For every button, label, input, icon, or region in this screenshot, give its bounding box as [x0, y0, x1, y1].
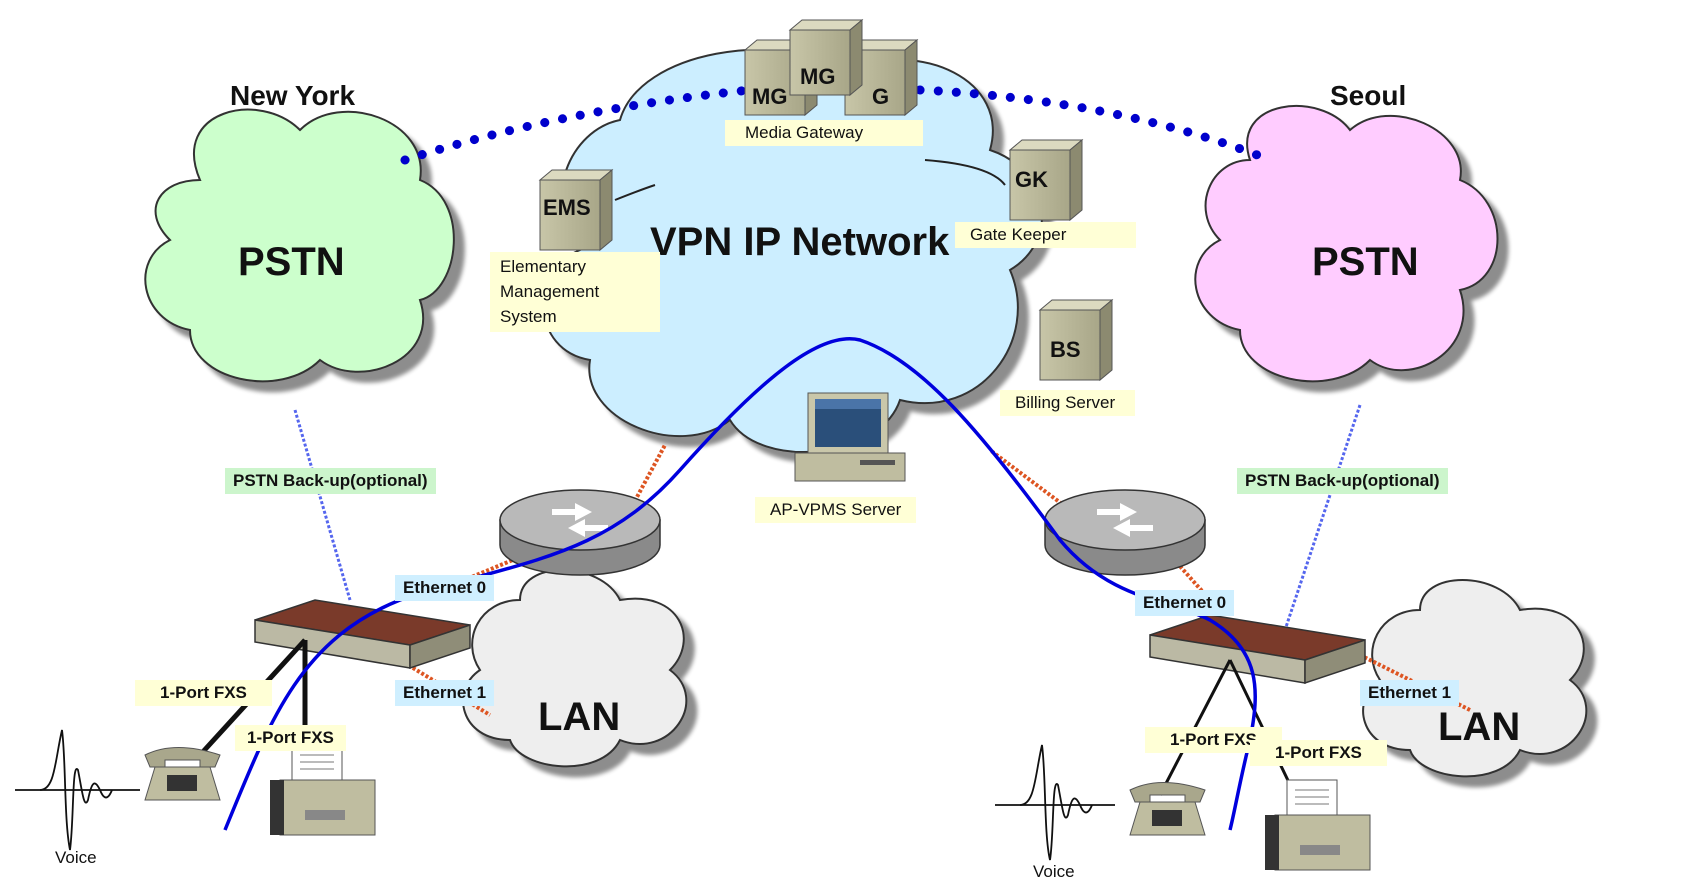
billing-server-caption: Billing Server [1000, 390, 1136, 416]
ethernet1-right-caption: Ethernet 1 [1360, 680, 1460, 706]
city-label-new-york: New York [230, 80, 356, 111]
ems-link [614, 184, 656, 201]
router-vpn-link-right [988, 448, 1072, 512]
lan-cloud-left [462, 569, 688, 768]
gk-label: GK [1015, 167, 1048, 192]
gk-link [924, 159, 1006, 186]
ethernet0-right-caption: Ethernet 0 [1135, 590, 1235, 616]
gate-keeper-caption: Gate Keeper [955, 222, 1137, 248]
phone-left [144, 747, 221, 801]
voice-left-label: Voice [55, 848, 97, 867]
ems-label: EMS [543, 195, 591, 220]
ap-vpms-caption: AP-VPMS Server [755, 497, 917, 523]
vpn-network-label: VPN IP Network [650, 220, 950, 264]
pstn-left-label: PSTN [238, 240, 345, 284]
voip-gateway-right [1149, 614, 1366, 685]
city-label-seoul: Seoul [1330, 80, 1407, 111]
voice-right-label: Voice [1033, 862, 1075, 881]
fxs-left-1-caption: 1-Port FXS [135, 680, 272, 706]
voice-waveform-right [995, 744, 1115, 861]
mg1-label: MG [752, 84, 788, 109]
voip-gateway-left [254, 599, 471, 670]
ems-caption-line-2: Management [500, 282, 600, 301]
ems-caption: Elementary Management System [490, 252, 660, 332]
router-left [499, 489, 661, 576]
pstn-right-label: PSTN [1312, 240, 1419, 284]
pstn-cloud-left [144, 108, 455, 383]
dotted-link-right [915, 85, 1275, 165]
lan-left-label: LAN [538, 695, 621, 739]
ethernet0-left-caption: Ethernet 0 [395, 575, 495, 601]
ems-server [538, 168, 614, 252]
phone-right [1129, 782, 1206, 836]
mg3-label: G [872, 84, 890, 109]
pstn-backup-left-caption: PSTN Back-up(optional) [225, 468, 436, 494]
fxs-right-2-caption: 1-Port FXS [1250, 740, 1387, 766]
ethernet1-left-caption: Ethernet 1 [395, 680, 495, 706]
pstn-cloud-right [1194, 105, 1499, 383]
media-gateway-caption: Media Gateway [725, 120, 924, 146]
voice-waveform-left [15, 729, 140, 851]
fax-right [1265, 779, 1371, 871]
router-right [1044, 489, 1206, 576]
bs-label: BS [1050, 337, 1081, 362]
pstn-backup-right-caption: PSTN Back-up(optional) [1237, 468, 1448, 494]
bs-server [1038, 298, 1114, 382]
ems-caption-line-1: Elementary [500, 257, 586, 276]
pstn-backup-link-right [1283, 404, 1362, 631]
ap-vpms-server-computer [794, 392, 906, 482]
pstn-backup-link-left [293, 409, 352, 601]
fxs-left-2-caption: 1-Port FXS [235, 725, 346, 751]
media-gateway-servers [743, 18, 919, 117]
gk-server [1008, 138, 1084, 222]
mg2-label: MG [800, 64, 836, 89]
ems-caption-line-3: System [500, 307, 557, 326]
fax-left [270, 744, 376, 836]
lan-right-label: LAN [1438, 705, 1521, 749]
